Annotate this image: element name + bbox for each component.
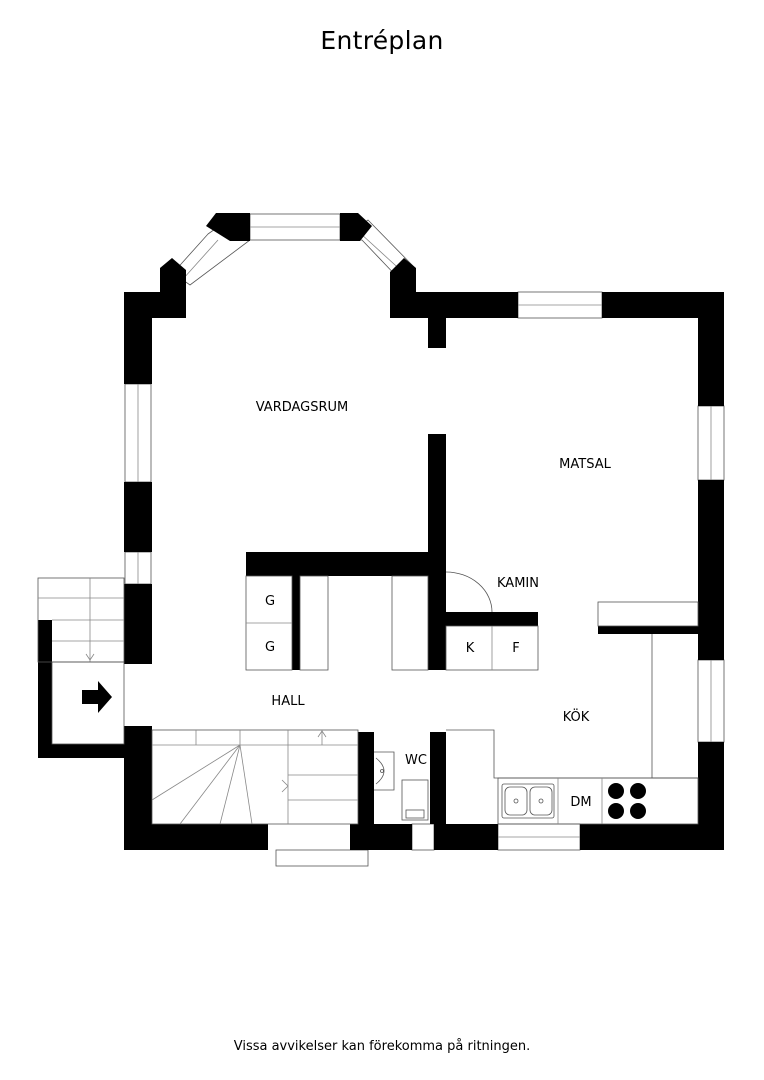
sink-icon xyxy=(501,783,555,819)
disclaimer: Vissa avvikelser kan förekomma på ritnin… xyxy=(233,1039,531,1054)
room-label-vardagsrum: VARDAGSRUM xyxy=(256,400,349,415)
arrow-right-icon xyxy=(82,681,112,713)
fridge-label: K xyxy=(466,641,475,656)
exterior-stairs xyxy=(37,577,125,745)
kitchen-fridge-freezer xyxy=(445,625,539,671)
wc-basin xyxy=(374,751,395,791)
kamin-door-swing xyxy=(445,571,493,613)
room-label-matsal: MATSAL xyxy=(559,457,611,472)
interior-stairs xyxy=(151,729,359,825)
room-label-dm: DM xyxy=(570,795,591,810)
hall-cabinets xyxy=(245,575,429,671)
walls xyxy=(38,213,724,850)
toilet-icon xyxy=(401,779,429,821)
wardrobe-label: G xyxy=(265,640,275,655)
kitchen-counters xyxy=(446,601,699,825)
freezer-label: F xyxy=(512,641,519,656)
plan-title: Entréplan xyxy=(320,26,444,55)
room-label-hall: HALL xyxy=(271,694,305,709)
room-label-kamin: KAMIN xyxy=(497,576,539,591)
stove-icon xyxy=(608,783,646,819)
room-label-kok: KÖK xyxy=(563,708,590,725)
room-label-wc: WC xyxy=(405,753,427,768)
wardrobe-label: G xyxy=(265,594,275,609)
